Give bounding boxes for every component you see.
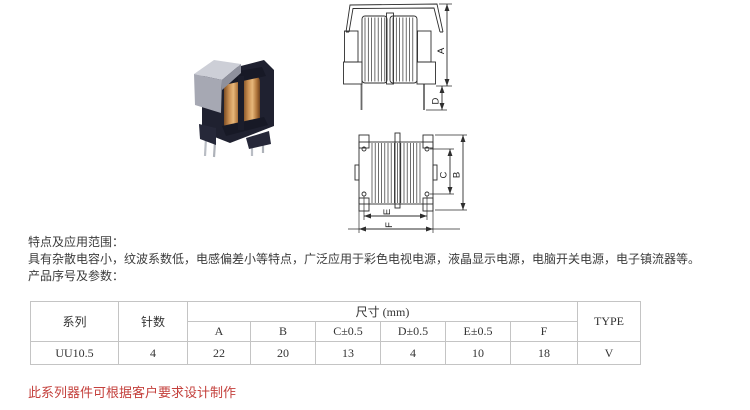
cell-dim-d: 4 [380,341,446,365]
dim-label-c: C [439,171,450,178]
cell-dim-f: 18 [509,341,579,365]
header-dim-d: D±0.5 [380,321,446,342]
header-dim-b: B [250,321,316,342]
params-heading: 产品序号及参数： [28,269,125,283]
choke-photo-illustration [194,60,274,158]
cell-dim-c: 13 [315,341,381,365]
header-dim-f: F [509,321,579,342]
header-dimensions-group: 尺寸 (mm) [186,301,579,322]
table-data-row: UU10.5 4 22 20 13 4 10 18 V [30,341,642,365]
cell-pins: 4 [118,341,188,365]
dim-label-e: E [382,209,393,215]
cell-series: UU10.5 [30,341,119,365]
front-view-drawing: A D [343,3,452,111]
cell-type: V [577,341,642,365]
features-description: 具有杂散电容小，纹波系数低，电感偏差小等特点，广泛应用于彩色电视电源，液晶显示电… [28,252,701,266]
cell-dim-e: 10 [445,341,511,365]
header-dim-c: C±0.5 [315,321,381,342]
header-dim-a: A [187,321,251,342]
custom-design-note: 此系列器件可根据客户要求设计制作 [28,385,237,400]
dim-label-f: F [384,222,395,228]
spec-table: 系列 针数 尺寸 (mm) TYPE A B C±0.5 D±0.5 E±0.5… [30,301,642,365]
side-view-drawing: C B E F [348,132,467,233]
header-series: 系列 [30,301,119,342]
dim-label-a: A [436,47,447,54]
header-dim-e: E±0.5 [445,321,511,342]
table-header-row-1: 系列 针数 尺寸 (mm) TYPE [30,301,642,342]
header-pins: 针数 [118,301,188,342]
header-type: TYPE [577,301,642,342]
features-heading: 特点及应用范围： [28,235,125,249]
cell-dim-a: 22 [187,341,251,365]
dim-label-d: D [431,97,442,104]
cell-dim-b: 20 [250,341,316,365]
product-photo [194,60,274,158]
dim-label-b: B [452,172,463,178]
